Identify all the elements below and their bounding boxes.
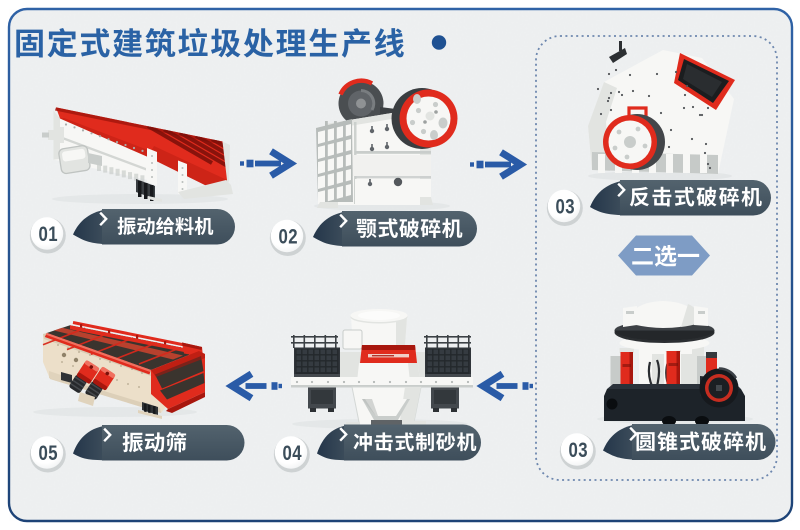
- svg-text:02: 02: [278, 226, 297, 249]
- svg-text:01: 01: [38, 223, 57, 246]
- svg-text:04: 04: [282, 442, 301, 465]
- svg-text:03: 03: [568, 439, 587, 462]
- svg-text:05: 05: [38, 442, 57, 465]
- svg-text:03: 03: [555, 196, 574, 219]
